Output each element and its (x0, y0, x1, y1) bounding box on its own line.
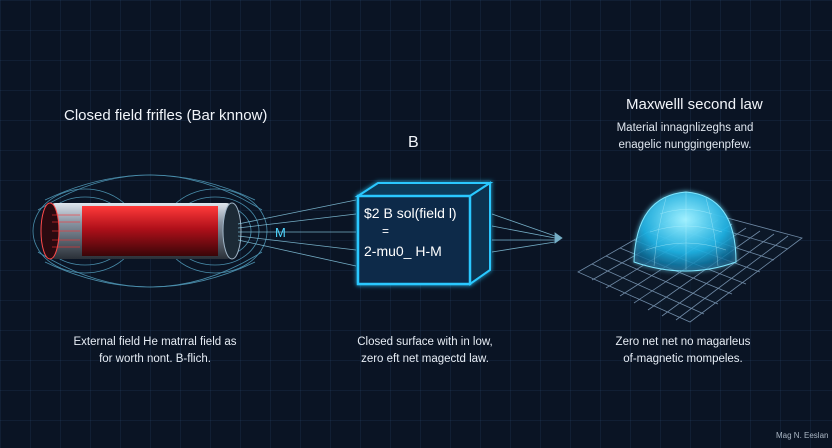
right-subtitle-line-1: Material innagnlizeghs and (616, 122, 754, 134)
formula-line-3: 2-mu0_ H-M (364, 243, 442, 259)
right-panel-subtitle: Material innagnlizeghs and enagelic nung… (605, 120, 765, 154)
center-caption-line-1: Closed surface with in low, (357, 336, 493, 348)
left-panel-title: Closed field frifles (Bar knnow) (64, 107, 268, 124)
magnetic-dome (633, 191, 737, 272)
center-caption-line-2: zero eft net magectd law. (361, 353, 489, 365)
right-subtitle-line-2: enagelic nunggingenpfew. (618, 139, 752, 151)
right-caption: Zero net net no magarleus of-magnetic mo… (596, 334, 770, 368)
right-panel-title: Maxwelll second law (626, 96, 763, 113)
gaussian-surface-cube (354, 181, 494, 286)
right-caption-line-2: of-magnetic mompeles. (623, 353, 743, 365)
formula-line-1: $2 B sol(field l) (364, 205, 457, 221)
center-caption: Closed surface with in low, zero eft net… (335, 334, 515, 368)
left-caption-line-1: External field He matrral field as (73, 336, 237, 348)
left-caption: External field He matrral field as for w… (40, 334, 270, 368)
center-b-label: B (408, 134, 419, 151)
footer-credit: Mag N. Eeslan (776, 431, 829, 440)
right-caption-line-1: Zero net net no magarleus (615, 336, 751, 348)
flux-rays-right (491, 213, 563, 253)
formula-line-2: = (382, 224, 389, 238)
magnet-label-m: M (275, 225, 286, 240)
flux-rays-left (237, 199, 357, 267)
bar-magnet (40, 202, 242, 260)
left-caption-line-2: for worth nont. B-flich. (99, 353, 211, 365)
